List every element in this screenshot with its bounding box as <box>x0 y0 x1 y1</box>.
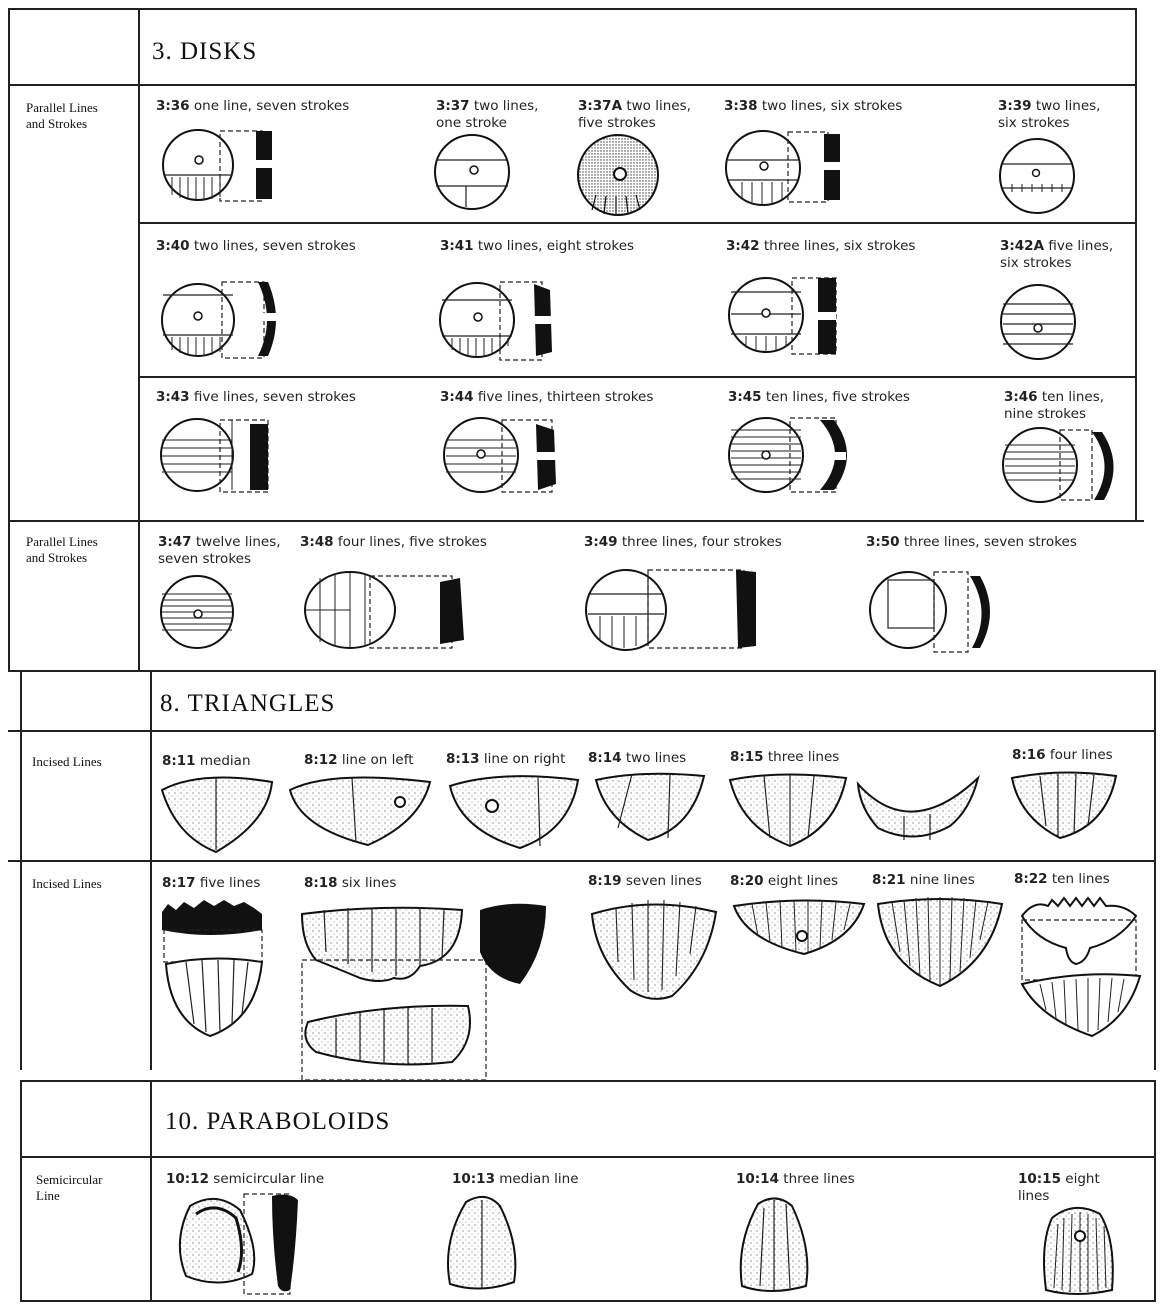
item-caption: 10:13 median line <box>452 1171 579 1187</box>
disk-3-42 <box>728 277 837 355</box>
item-caption: 3:45 ten lines, five strokes <box>728 389 910 405</box>
row-label-incised-lines: Incised Lines <box>32 754 102 769</box>
disk-3-47 <box>160 575 234 649</box>
item-caption: 3:41 two lines, eight strokes <box>440 238 635 254</box>
item-caption: 8:14 two lines <box>588 750 687 766</box>
disk-3-37 <box>434 134 510 210</box>
item-caption: 8:11 median <box>162 753 251 769</box>
item-caption: 8:12 line on left <box>304 752 414 768</box>
disk-3-41 <box>439 281 552 361</box>
triangle-8-20 <box>732 899 866 956</box>
item-caption: 8:16 four lines <box>1012 747 1113 763</box>
disk-3-43 <box>160 418 269 493</box>
rule <box>8 8 10 670</box>
row-label-semicircular-line: Semicircular Line <box>36 1172 103 1203</box>
section-title-triangles: 8. TRIANGLES <box>160 690 336 717</box>
row-label-incised-lines: Incised Lines <box>32 876 102 891</box>
triangle-8-18 <box>300 903 546 1081</box>
item-caption: 3:43 five lines, seven strokes <box>156 389 356 405</box>
item-caption: 8:18 six lines <box>304 875 397 891</box>
section-title-paraboloids: 10. PARABOLOIDS <box>165 1108 391 1135</box>
triangle-8-19 <box>590 899 718 1000</box>
triangle-8-14 <box>594 772 706 842</box>
rule <box>1135 8 1137 520</box>
item-caption: 3:39 two lines, six strokes <box>998 98 1101 131</box>
disk-3-46 <box>1002 427 1114 503</box>
item-caption: 8:21 nine lines <box>872 872 975 888</box>
triangle-8-11 <box>160 776 274 854</box>
item-caption: 8:19 seven lines <box>588 873 702 889</box>
disk-3-49 <box>585 569 756 651</box>
section-title-disks: 3. DISKS <box>152 38 258 65</box>
triangle-8-13 <box>448 775 580 850</box>
triangle-8-21 <box>876 896 1004 988</box>
triangle-8-17 <box>162 900 264 1038</box>
item-caption: 10:15 eight lines <box>1018 1171 1100 1204</box>
item-caption: 3:46 ten lines, nine strokes <box>1004 389 1105 422</box>
item-caption: 8:20 eight lines <box>730 873 839 889</box>
disk-3-42A <box>1000 284 1076 360</box>
disk-3-40 <box>161 281 276 359</box>
paraboloid-10-15 <box>1043 1207 1114 1295</box>
rule <box>8 520 1144 522</box>
rule <box>8 8 1136 10</box>
rule <box>20 1080 22 1300</box>
triangle-8-12 <box>288 776 432 847</box>
item-caption: 3:49 three lines, four strokes <box>584 534 782 550</box>
item-caption: 3:36 one line, seven strokes <box>156 98 350 114</box>
disk-3-37A <box>577 134 659 216</box>
rule <box>20 670 22 1070</box>
item-caption: 3:38 two lines, six strokes <box>724 98 903 114</box>
triangle-8-16 <box>1010 771 1118 840</box>
rule <box>140 376 1136 378</box>
item-caption: 3:42A five lines, six strokes <box>1000 238 1114 271</box>
rule <box>1154 1080 1156 1300</box>
rule <box>1154 670 1156 1070</box>
paraboloid-10-13 <box>447 1195 517 1290</box>
triangle-8-22 <box>1020 896 1142 1038</box>
item-caption: 3:37 two lines, one stroke <box>436 98 539 131</box>
item-caption: 8:22 ten lines <box>1014 871 1110 887</box>
item-caption: 3:40 two lines, seven strokes <box>156 238 356 254</box>
item-caption: 10:14 three lines <box>736 1171 855 1187</box>
triangle-8-15 <box>728 773 848 848</box>
disk-3-45 <box>728 417 847 493</box>
item-caption: 3:44 five lines, thirteen strokes <box>440 389 654 405</box>
rule <box>140 222 1136 224</box>
item-caption: 3:37A two lines, five strokes <box>578 98 691 131</box>
triangle-8-15b <box>856 774 980 840</box>
item-caption: 3:50 three lines, seven strokes <box>866 534 1077 550</box>
rule <box>20 1156 1156 1158</box>
rule <box>8 84 1136 86</box>
paraboloid-10-12 <box>178 1193 298 1295</box>
paraboloid-10-14 <box>739 1197 809 1292</box>
rule <box>150 1080 152 1300</box>
item-caption: 8:17 five lines <box>162 875 261 891</box>
item-caption: 8:13 line on right <box>446 751 566 767</box>
disk-3-39 <box>999 138 1075 214</box>
item-caption: 3:47 twelve lines, seven strokes <box>158 534 281 567</box>
rule <box>8 730 1156 732</box>
item-caption: 3:48 four lines, five strokes <box>300 534 487 550</box>
rule <box>8 670 1156 672</box>
item-caption: 8:15 three lines <box>730 749 840 765</box>
rule <box>20 1300 1156 1302</box>
disk-3-48 <box>304 571 464 649</box>
disk-3-50 <box>869 571 990 653</box>
rule <box>8 860 1156 862</box>
item-caption: 10:12 semicircular line <box>166 1171 325 1187</box>
row-label-parallel-lines: Parallel Lines and Strokes <box>26 100 98 131</box>
disk-3-44 <box>443 417 556 493</box>
row-label-parallel-lines: Parallel Lines and Strokes <box>26 534 98 565</box>
disk-3-38 <box>725 130 840 206</box>
rule <box>20 1080 1156 1082</box>
rule <box>138 8 140 670</box>
disk-3-36 <box>162 129 272 202</box>
rule <box>150 670 152 1070</box>
item-caption: 3:42 three lines, six strokes <box>726 238 916 254</box>
